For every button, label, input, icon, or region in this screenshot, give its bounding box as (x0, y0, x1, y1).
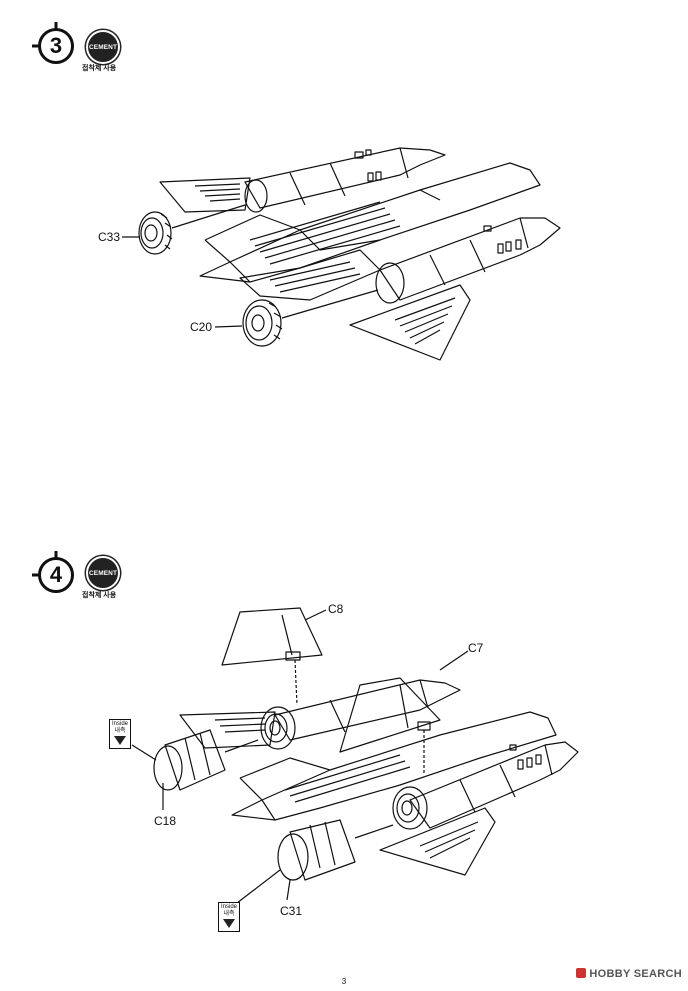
step3-aircraft (122, 147, 561, 361)
inside-arrow-icon (114, 736, 126, 745)
inside-marker-label-ko: 내측 (114, 728, 126, 734)
part-label-c7: C7 (468, 641, 484, 655)
part-label-c20: C20 (190, 320, 213, 334)
cement-badge-step-3: CEMENT (86, 30, 120, 64)
page-number: 3 (341, 977, 347, 986)
step-3-number-text: 3 (48, 33, 64, 59)
inside-marker-label-ko: 내측 (223, 911, 235, 917)
cement-badge-text: CEMENT (88, 569, 118, 577)
inside-arrow-icon (223, 919, 235, 928)
step4-aircraft (131, 607, 579, 904)
cement-note-step-4: 접착제 사용 (82, 592, 117, 599)
cement-badge-text: CEMENT (88, 43, 118, 51)
part-label-c18: C18 (154, 814, 177, 828)
watermark-logo-icon (576, 968, 587, 978)
inside-marker-label: Inside (111, 721, 128, 727)
inside-marker-label: Inside (220, 904, 237, 910)
cement-badge-step-4: CEMENT (86, 556, 120, 590)
watermark-text: HOBBY SEARCH (589, 968, 682, 980)
step-4-number-text: 4 (48, 562, 64, 588)
cement-note-step-3: 접착제 사용 (82, 65, 117, 72)
inside-marker: Inside 내측 (218, 902, 240, 932)
inside-marker: Inside 내측 (109, 719, 131, 749)
step-4-number: 4 (38, 557, 74, 593)
watermark: HOBBY SEARCH (576, 968, 682, 980)
part-label-c31: C31 (280, 904, 303, 918)
step-3-number: 3 (38, 28, 74, 64)
part-label-c8: C8 (328, 602, 344, 616)
part-label-c33: C33 (98, 230, 121, 244)
